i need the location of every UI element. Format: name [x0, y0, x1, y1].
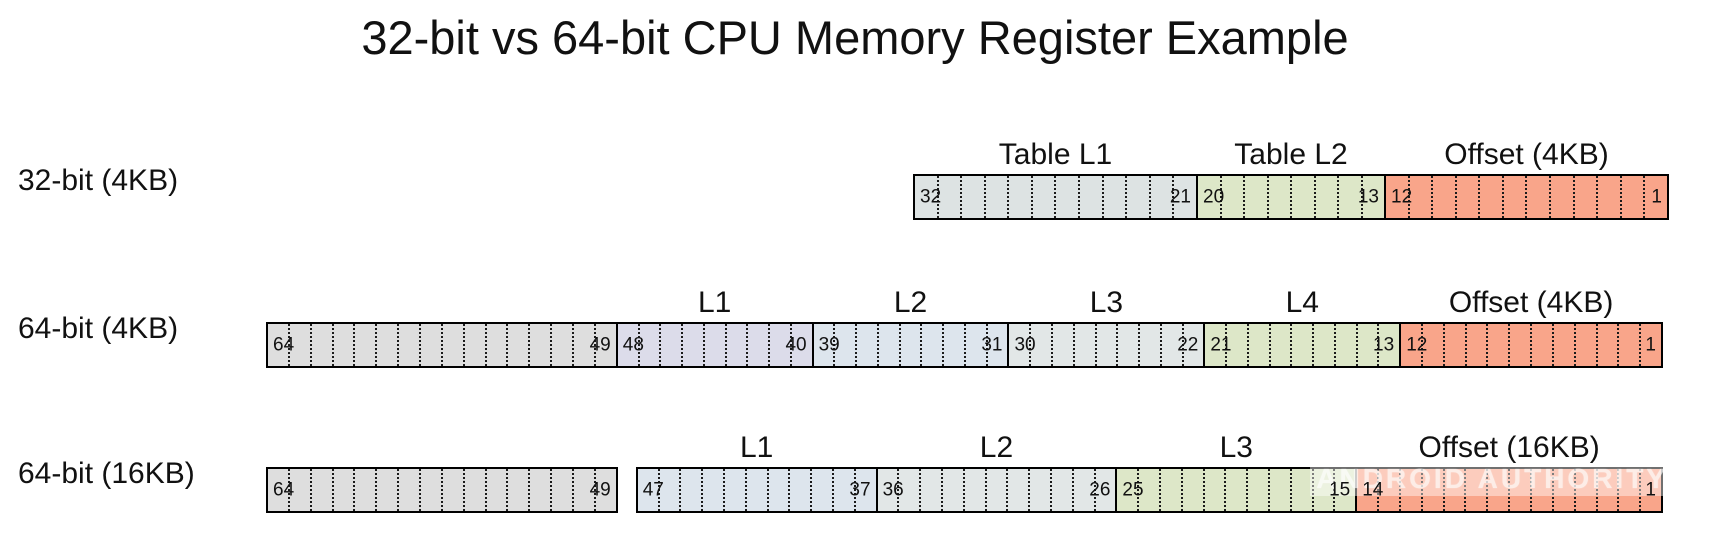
- bit-field-label: Table L1: [998, 138, 1113, 171]
- bit-field: 12 1 Offset (4KB): [1384, 140, 1669, 220]
- bit-tick-marks: [638, 469, 876, 511]
- register-row: 64-bit (4KB) 64 49 48 40 L1 39 31 L2 30 22 L3 21 13 L4…: [0, 268, 1710, 368]
- bit-low-index: 13: [1373, 334, 1395, 356]
- bit-tick-marks: [915, 176, 1196, 218]
- bit-field: 64 49: [266, 467, 618, 513]
- bit-high-index: 12: [1406, 334, 1428, 356]
- bit-field-label: L3: [1089, 286, 1124, 319]
- bit-high-index: 64: [273, 479, 295, 501]
- bit-field-label: Offset (16KB): [1418, 431, 1600, 464]
- bit-field-label: L1: [697, 286, 732, 319]
- bit-field: 21 13 L4: [1203, 288, 1402, 368]
- bit-tick-marks: [1205, 324, 1399, 366]
- page-title: 32-bit vs 64-bit CPU Memory Register Exa…: [361, 11, 1349, 64]
- register-bar: 32 21 Table L1 20 13 Table L2 12 1 Offset (4KB): [913, 140, 1673, 220]
- bit-field-label: L4: [1285, 286, 1319, 319]
- bit-high-index: 36: [882, 479, 904, 501]
- bit-field: 36 26 L2: [875, 433, 1118, 513]
- bit-field-label: L2: [893, 286, 928, 319]
- row-label: 64-bit (4KB): [18, 312, 179, 345]
- bit-field-gap: [616, 467, 638, 513]
- bit-tick-marks: [1198, 176, 1384, 218]
- bit-low-index: 22: [1177, 334, 1199, 356]
- bit-field-label: Offset (4KB): [1448, 286, 1614, 319]
- bit-tick-marks: [618, 324, 812, 366]
- bit-field: 30 22 L3: [1007, 288, 1206, 368]
- bit-low-index: 31: [981, 334, 1003, 356]
- bit-high-index: 47: [642, 479, 664, 501]
- bit-low-index: 49: [589, 479, 611, 501]
- bit-low-index: 1: [1645, 479, 1656, 501]
- bit-field-label: L3: [1219, 431, 1253, 464]
- bit-low-index: 21: [1169, 186, 1191, 208]
- bit-high-index: 30: [1014, 334, 1036, 356]
- bit-high-index: 21: [1210, 334, 1232, 356]
- bit-low-index: 15: [1329, 479, 1351, 501]
- bit-high-index: 12: [1391, 186, 1413, 208]
- bit-low-index: 1: [1651, 186, 1662, 208]
- row-label: 64-bit (16KB): [18, 457, 195, 490]
- bit-tick-marks: [268, 469, 616, 511]
- bit-low-index: 49: [589, 334, 611, 356]
- bit-low-index: 1: [1645, 334, 1656, 356]
- bit-tick-marks: [1386, 176, 1667, 218]
- bit-high-index: 32: [920, 186, 942, 208]
- bit-field-label: Offset (4KB): [1444, 138, 1609, 171]
- bit-field: 48 40 L1: [615, 288, 814, 368]
- register-row: 64-bit (16KB) 64 49 47 37 L1 36 26 L2 25 15 L3 14 1 Of…: [0, 413, 1710, 513]
- bit-field: 47 37 L1: [635, 433, 878, 513]
- watermark-text: ANDROID AUTHORITY: [1310, 461, 1674, 496]
- row-label: 32-bit (4KB): [18, 164, 179, 197]
- bit-field: 12 1 Offset (4KB): [1399, 288, 1663, 368]
- bit-field: 32 21 Table L1: [913, 140, 1198, 220]
- bit-field-label: L2: [979, 431, 1014, 464]
- bit-tick-marks: [1009, 324, 1203, 366]
- bit-field: 64 49: [266, 322, 618, 368]
- bit-field-label: L1: [739, 431, 774, 464]
- bit-tick-marks: [268, 324, 616, 366]
- bit-high-index: 20: [1203, 186, 1225, 208]
- bit-high-index: 14: [1362, 479, 1384, 501]
- watermark: ANDROID AUTHORITY: [1310, 461, 1674, 496]
- bit-high-index: 25: [1122, 479, 1144, 501]
- bit-field-label: Table L2: [1234, 138, 1348, 171]
- bit-low-index: 37: [849, 479, 871, 501]
- bit-high-index: 39: [818, 334, 840, 356]
- bit-low-index: 13: [1357, 186, 1379, 208]
- bit-high-index: 48: [622, 334, 644, 356]
- bit-low-index: 40: [785, 334, 807, 356]
- bit-tick-marks: [878, 469, 1116, 511]
- bit-field: 39 31 L2: [811, 288, 1010, 368]
- register-bar: 64 49 47 37 L1 36 26 L2 25 15 L3 14 1 Offset (16KB): [266, 433, 1673, 513]
- bit-low-index: 26: [1089, 479, 1111, 501]
- register-bar: 64 49 48 40 L1 39 31 L2 30 22 L3 21 13 L4 12 1 Offset (4…: [266, 288, 1673, 368]
- bit-field: 20 13 Table L2: [1196, 140, 1386, 220]
- register-row: 32-bit (4KB) 32 21 Table L1 20 13 Table L2 12 1 O…: [0, 120, 1710, 220]
- bit-tick-marks: [1401, 324, 1661, 366]
- bit-high-index: 64: [273, 334, 295, 356]
- bit-tick-marks: [814, 324, 1008, 366]
